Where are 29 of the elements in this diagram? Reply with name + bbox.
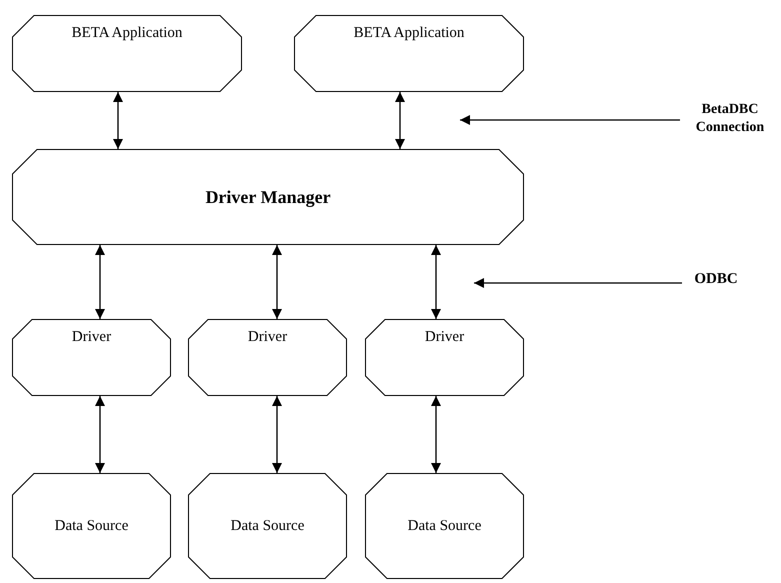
arrow <box>474 278 682 288</box>
annotation-label: BetaDBC Connection <box>694 101 766 136</box>
arrow <box>272 245 282 319</box>
arrow <box>95 396 105 473</box>
node-label: Driver <box>72 329 112 345</box>
node-label: Data Source <box>54 516 128 536</box>
node-label: BETA Application <box>72 25 182 41</box>
octagon-box <box>12 319 171 396</box>
node-label: Driver <box>424 329 464 345</box>
arrow <box>395 92 405 149</box>
octagon-box <box>188 319 347 396</box>
arrow <box>460 115 680 125</box>
arrow <box>272 396 282 473</box>
arrow <box>95 245 105 319</box>
octagon-box <box>12 473 171 579</box>
octagon-box <box>365 319 524 396</box>
node-label: BETA Application <box>354 25 464 41</box>
arrow <box>431 245 441 319</box>
octagon-box <box>294 15 524 92</box>
annotation-label: ODBC <box>693 270 739 289</box>
octagon-box <box>365 473 524 579</box>
arrow <box>431 396 441 473</box>
node-label: Data Source <box>230 516 304 536</box>
arrow <box>113 92 123 149</box>
node-label: Driver <box>248 329 288 345</box>
octagon-box <box>188 473 347 579</box>
node-label: Driver Manager <box>205 186 331 209</box>
node-label: Data Source <box>408 516 482 536</box>
octagon-box <box>12 15 242 92</box>
